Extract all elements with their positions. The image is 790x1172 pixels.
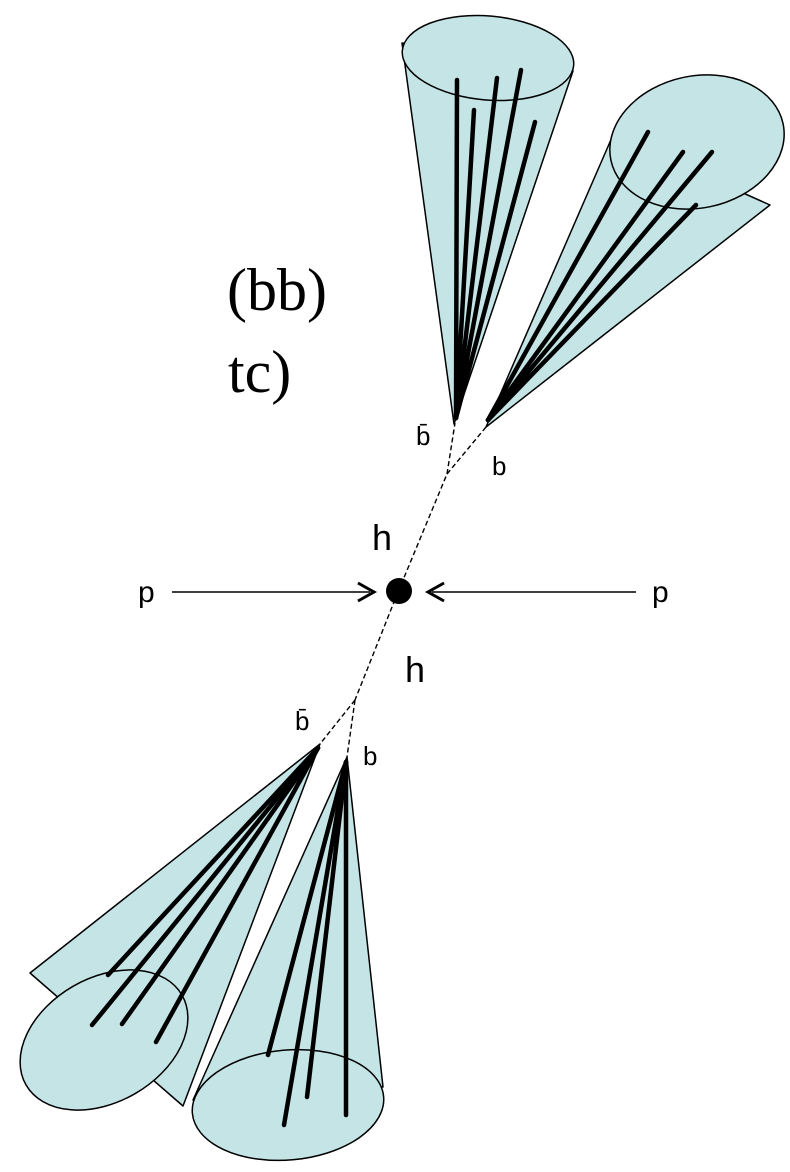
- label-higgs-upper: h: [372, 517, 392, 558]
- b-upper-line: [446, 426, 487, 475]
- b-lower-line: [346, 699, 356, 758]
- label-higgs-lower: h: [405, 649, 425, 690]
- label-proton-left: p: [138, 576, 155, 609]
- higgs-upper-line: [397, 473, 448, 593]
- cropped-text-line2: tc): [228, 339, 291, 405]
- jet-cone-upper-bbar: [401, 14, 575, 425]
- jet-tracks: [485, 129, 715, 423]
- jet-cone-lower-b: [191, 756, 385, 1162]
- bbar-upper-line: [446, 422, 456, 475]
- dashed-propagators: [319, 422, 487, 758]
- label-proton-right: p: [652, 576, 669, 609]
- jet-cone-upper-b: [485, 74, 785, 428]
- cropped-text-line1: (bb): [227, 257, 327, 323]
- collision-vertex: [386, 578, 412, 604]
- bbar-lower-line: [319, 699, 356, 745]
- incoming-proton-right: [424, 581, 636, 603]
- higgs-lower-line: [354, 591, 399, 701]
- label-b-lower: b: [363, 741, 377, 771]
- jet-cone-lower-bbar: [19, 743, 321, 1111]
- jet-tracks: [453, 67, 538, 421]
- incoming-proton-left: [172, 581, 378, 603]
- label-bbar-lower: b̄: [295, 706, 309, 736]
- jet-tracks: [89, 745, 321, 1045]
- label-bbar-upper: b̄: [416, 421, 430, 451]
- label-b-upper: b: [492, 451, 506, 481]
- jet-tracks: [265, 759, 349, 1128]
